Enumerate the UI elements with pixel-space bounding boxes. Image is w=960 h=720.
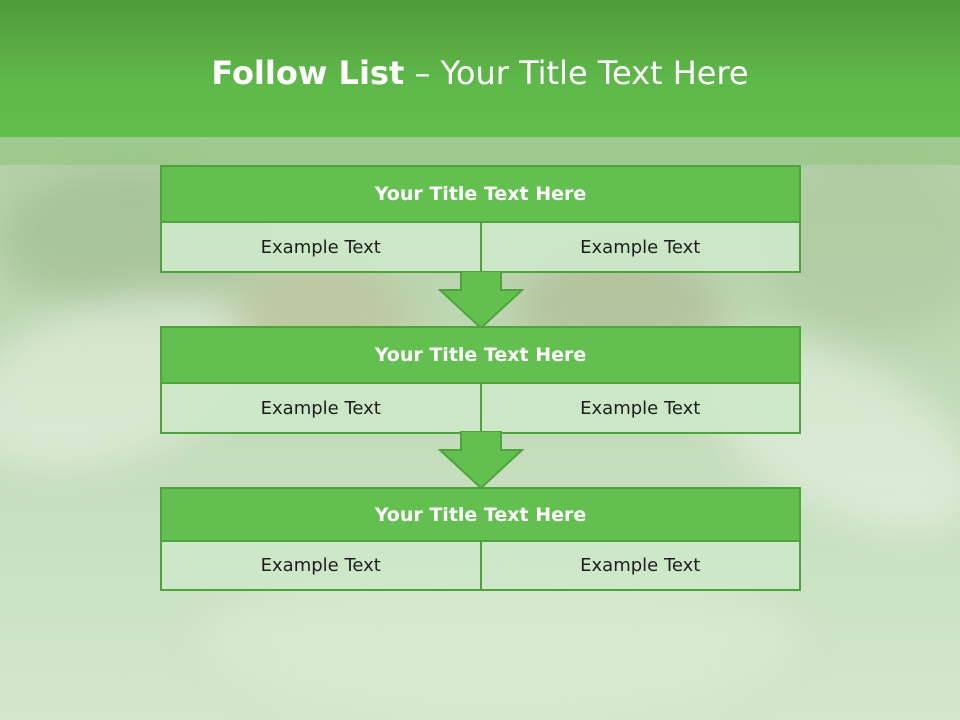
flow-block-row: Example Text Example Text [160,384,801,434]
slide-title-bold: Follow List [211,54,405,92]
header-bar [0,0,960,137]
slide-title-rest: – Your Title Text Here [404,54,749,92]
flow-cell-left: Example Text [162,223,480,271]
flow-block-row: Example Text Example Text [160,223,801,273]
flow-block-3: Your Title Text Here Example Text Exampl… [160,487,801,591]
flow-cell-left: Example Text [162,542,480,589]
flow-block-title: Your Title Text Here [160,487,801,542]
down-arrow-icon [438,431,524,489]
flow-cell-left: Example Text [162,384,480,432]
flow-cell-right: Example Text [479,223,799,271]
down-arrow-icon [438,271,524,329]
flow-block-title: Your Title Text Here [160,326,801,384]
flow-block-1: Your Title Text Here Example Text Exampl… [160,165,801,273]
slide-title: Follow List – Your Title Text Here [0,54,960,92]
header-band [0,137,960,165]
flow-cell-right: Example Text [479,542,799,589]
flow-block-2: Your Title Text Here Example Text Exampl… [160,326,801,434]
flow-block-row: Example Text Example Text [160,542,801,591]
flow-block-title: Your Title Text Here [160,165,801,223]
flow-cell-right: Example Text [479,384,799,432]
